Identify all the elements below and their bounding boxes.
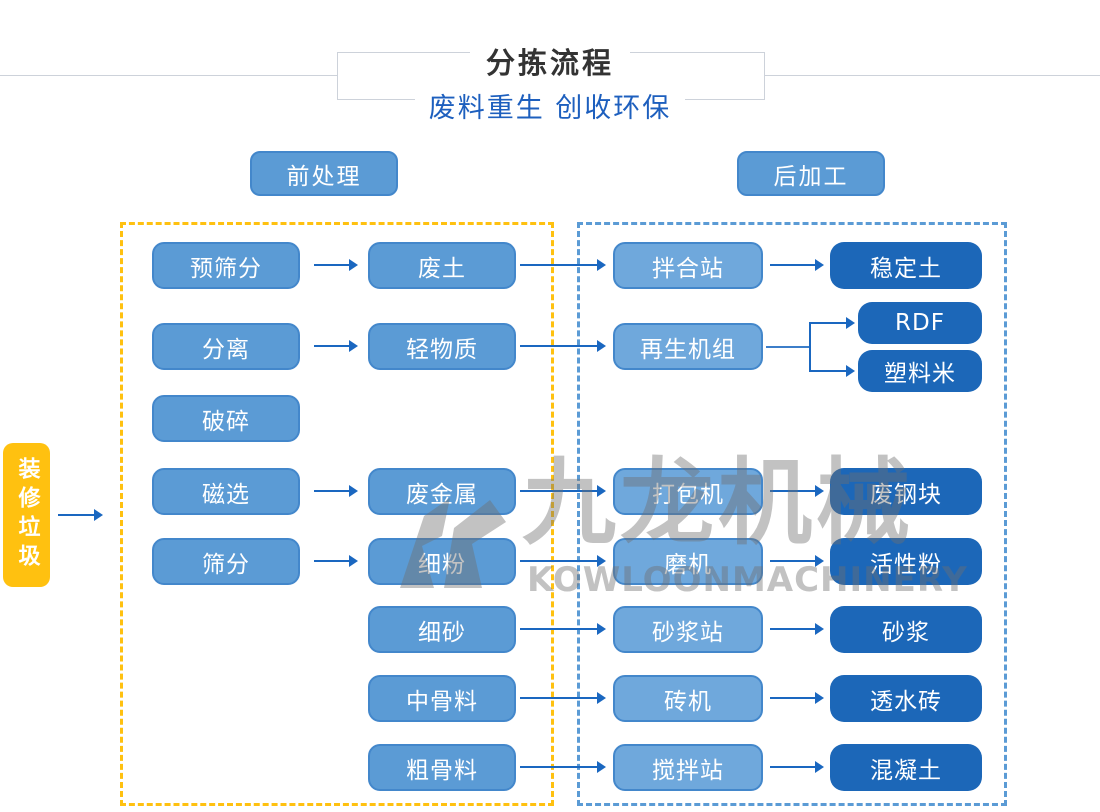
flow-arrow	[770, 485, 824, 497]
node-mortar-station: 砂浆站	[613, 606, 763, 653]
page-title: 分拣流程	[0, 40, 1100, 82]
page-subtitle-text: 废料重生 创收环保	[414, 86, 686, 125]
node-fine-powder: 细粉	[368, 538, 516, 585]
post-processing-zone	[577, 222, 1007, 806]
node-scrap-steel: 废钢块	[830, 468, 982, 515]
fork-arrow-to-rdf	[810, 317, 855, 329]
flow-arrow	[314, 259, 358, 271]
fork-vertical-line	[809, 322, 811, 372]
node-mortar: 砂浆	[830, 606, 982, 653]
node-brick-machine: 砖机	[613, 675, 763, 722]
node-screening: 筛分	[152, 538, 300, 585]
flow-arrow	[520, 340, 606, 352]
flow-arrow	[770, 692, 824, 704]
node-fine-sand: 细砂	[368, 606, 516, 653]
flow-arrow	[770, 555, 824, 567]
flow-arrow	[770, 623, 824, 635]
pre-processing-zone	[120, 222, 554, 806]
flow-arrow	[314, 485, 358, 497]
flow-arrow	[770, 761, 824, 773]
node-concrete: 混凝土	[830, 744, 982, 791]
node-separation: 分离	[152, 323, 300, 370]
flow-arrow	[520, 485, 606, 497]
page-subtitle: 废料重生 创收环保	[0, 86, 1100, 125]
post-processing-label: 后加工	[737, 151, 885, 196]
flow-arrow	[520, 692, 606, 704]
fork-stub-line	[766, 346, 810, 348]
node-plastic-pellets: 塑料米	[858, 350, 982, 392]
node-mill: 磨机	[613, 538, 763, 585]
flow-arrow	[770, 259, 824, 271]
node-waste-soil: 废土	[368, 242, 516, 289]
node-light-material: 轻物质	[368, 323, 516, 370]
node-regeneration-unit: 再生机组	[613, 323, 763, 370]
node-active-powder: 活性粉	[830, 538, 982, 585]
node-medium-aggregate: 中骨料	[368, 675, 516, 722]
flow-arrow	[314, 555, 358, 567]
flow-arrow	[520, 259, 606, 271]
flow-arrow	[314, 340, 358, 352]
source-node-decoration-waste: 装修垃圾	[3, 443, 50, 587]
node-scrap-metal: 废金属	[368, 468, 516, 515]
pre-processing-label: 前处理	[250, 151, 398, 196]
node-pre-screening: 预筛分	[152, 242, 300, 289]
node-baler: 打包机	[613, 468, 763, 515]
page-title-text: 分拣流程	[469, 40, 630, 82]
flow-arrow	[520, 555, 606, 567]
node-coarse-aggregate: 粗骨料	[368, 744, 516, 791]
fork-arrow-to-plastic-pellets	[810, 365, 855, 377]
node-mixing-station: 拌合站	[613, 242, 763, 289]
node-permeable-brick: 透水砖	[830, 675, 982, 722]
node-rdf: RDF	[858, 302, 982, 344]
flow-arrow	[520, 623, 606, 635]
node-magnetic-separation: 磁选	[152, 468, 300, 515]
flow-arrow	[520, 761, 606, 773]
node-stabilized-soil: 稳定土	[830, 242, 982, 289]
node-crushing: 破碎	[152, 395, 300, 442]
arrow-source-to-pre-zone	[58, 509, 103, 521]
node-mixing-plant: 搅拌站	[613, 744, 763, 791]
